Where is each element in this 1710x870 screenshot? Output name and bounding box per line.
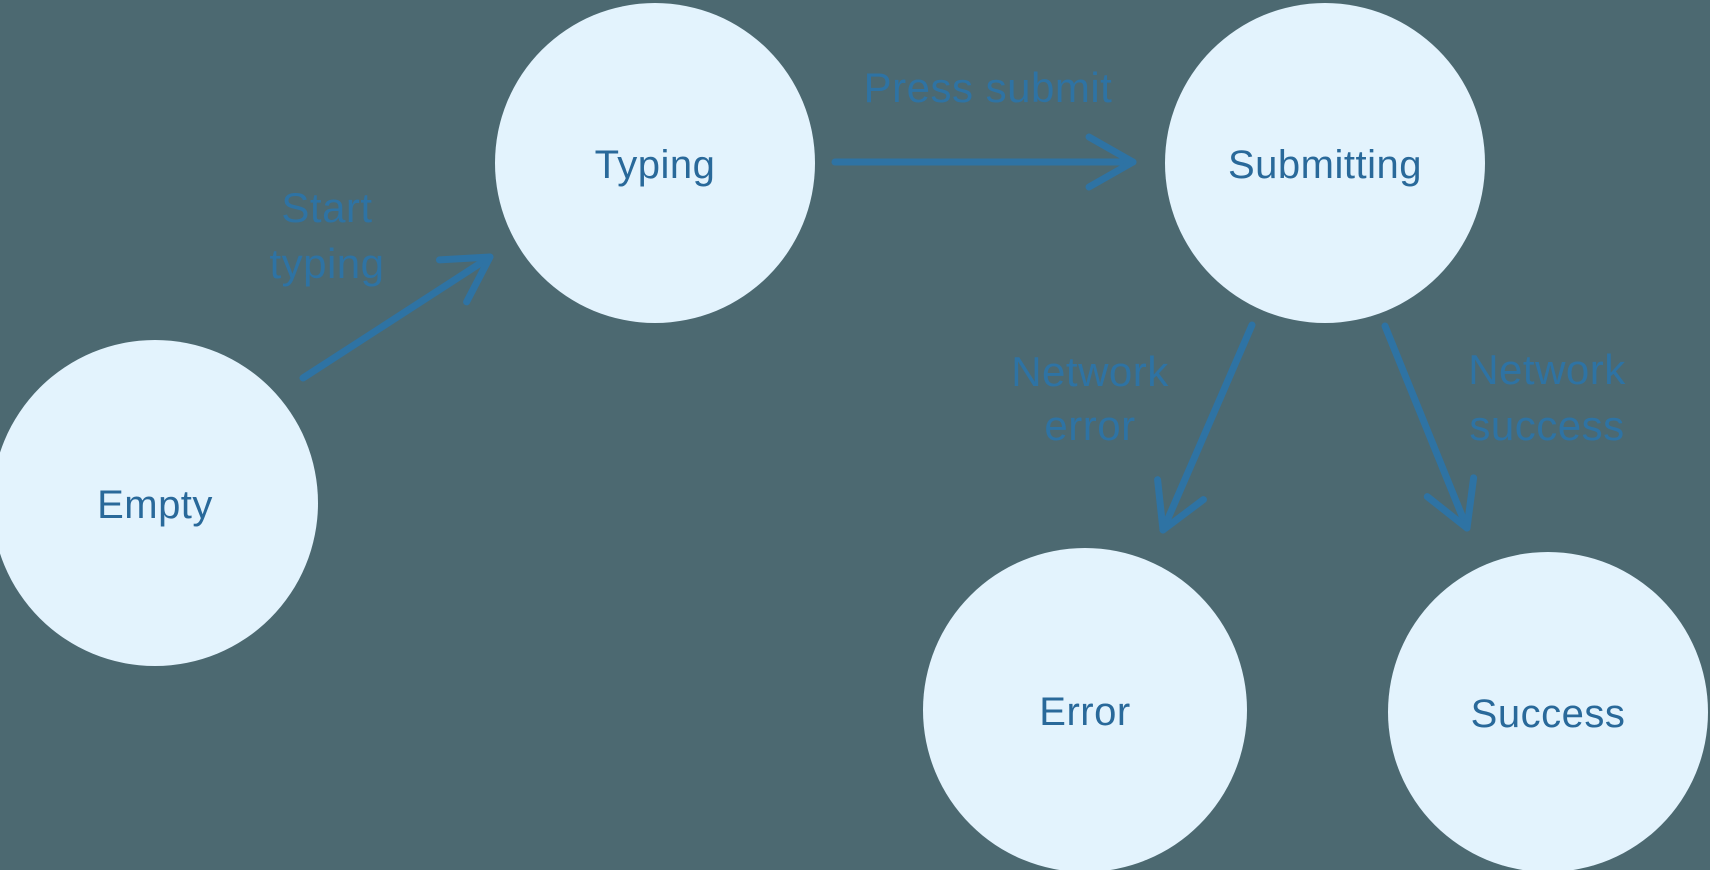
state-node-success: Success [1388,552,1708,870]
edge-label-start-typing-line2: typing [269,240,384,287]
edge-submitting-to-error: Network error [1011,321,1256,534]
edge-label-network-error-line1: Network [1011,348,1169,395]
arrow-empty-to-typing [299,253,494,382]
state-circle-submitting [1165,3,1485,323]
state-label-empty: Empty [97,483,213,527]
arrow-submitting-to-error [1154,321,1256,534]
state-label-success: Success [1471,692,1626,736]
state-node-empty: Empty [0,340,318,666]
edge-typing-to-submitting: Press submit [831,64,1137,191]
edge-label-network-success-line1: Network [1468,346,1626,393]
edge-label-network-error-line2: error [1044,402,1135,449]
state-circle-error [923,548,1247,870]
state-circle-success [1388,552,1708,870]
edge-label-press-submit: Press submit [864,64,1113,111]
edge-empty-to-typing: Start typing [269,184,494,382]
state-node-typing: Typing [495,3,815,323]
state-label-typing: Typing [595,143,716,187]
state-circle-typing [495,3,815,323]
state-node-submitting: Submitting [1165,3,1485,323]
arrow-submitting-to-success [1381,322,1478,532]
edge-label-network-success-line2: success [1469,402,1624,449]
state-label-submitting: Submitting [1228,143,1422,187]
state-node-error: Error [923,548,1247,870]
edge-label-start-typing-line1: Start [281,184,372,231]
state-label-error: Error [1039,690,1130,734]
state-circle-empty [0,340,318,666]
edge-submitting-to-success: Network success [1381,322,1626,532]
